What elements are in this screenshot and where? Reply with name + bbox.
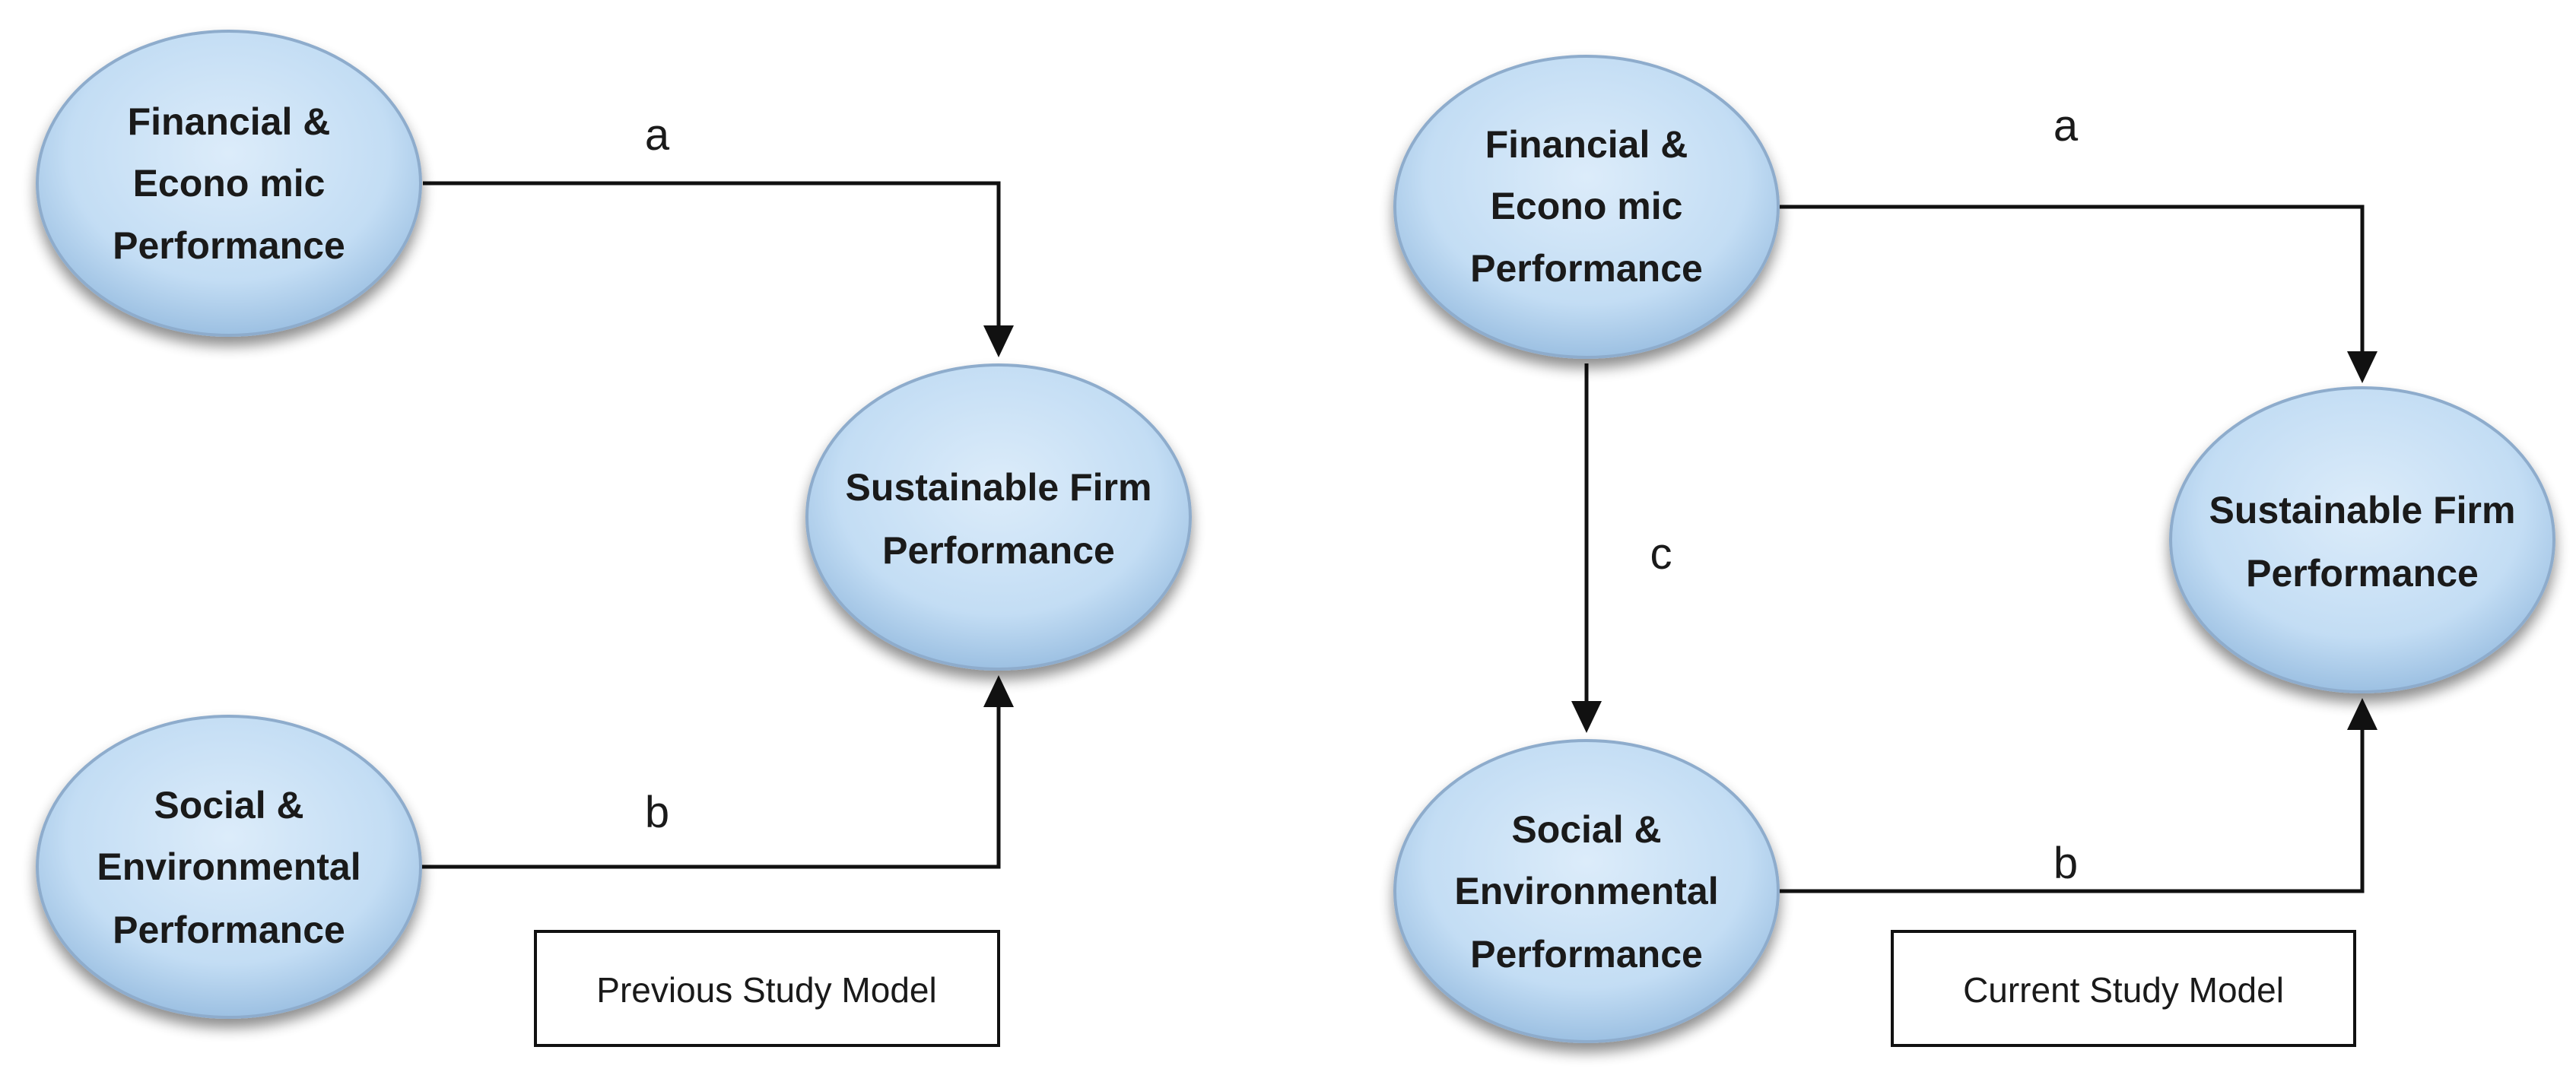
right-panel: a c b Financial & Econo mic Performance … (1393, 55, 2555, 1047)
right-caption-text: Current Study Model (1963, 970, 2284, 1010)
right-edge-label-a: a (2053, 101, 2079, 151)
right-financial-line-1: Financial & (1485, 123, 1688, 166)
left-caption-box: Previous Study Model (534, 930, 1000, 1047)
right-node-social: Social & Environmental Performance (1393, 739, 1780, 1043)
left-social-line-1: Social & (154, 784, 303, 826)
left-social-line-3: Performance (113, 909, 345, 951)
left-node-social: Social & Environmental Performance (36, 715, 422, 1019)
right-financial-line-2: Econo mic (1491, 185, 1683, 227)
right-arrowhead-a (2347, 351, 2377, 383)
left-financial-line-2: Econo mic (133, 162, 326, 205)
right-edge-label-b: b (2053, 839, 2078, 888)
left-financial-line-3: Performance (113, 224, 345, 267)
right-edge-label-c: c (1650, 529, 1672, 579)
left-social-line-2: Environmental (97, 845, 361, 888)
right-node-sustainable: Sustainable Firm Performance (2169, 386, 2555, 693)
left-sustainable-line-1: Sustainable Firm (846, 466, 1152, 509)
right-arrowhead-b (2347, 698, 2377, 730)
left-edge-a: a (423, 110, 1014, 357)
right-edge-b: b (1780, 698, 2377, 893)
left-node-sustainable: Sustainable Firm Performance (805, 363, 1192, 671)
right-social-line-3: Performance (1470, 933, 1703, 976)
left-arrowhead-a (983, 325, 1014, 357)
right-node-financial: Financial & Econo mic Performance (1393, 55, 1780, 359)
right-edge-a: a (1780, 101, 2377, 383)
left-edge-label-b: b (645, 788, 669, 837)
left-edge-label-a: a (645, 110, 670, 160)
left-financial-line-1: Financial & (128, 100, 331, 143)
left-panel: a b Financial & Econo mic Performance So… (36, 30, 1192, 1047)
right-social-line-2: Environmental (1454, 870, 1718, 912)
left-caption-text: Previous Study Model (596, 970, 936, 1010)
right-sustainable-line-1: Sustainable Firm (2209, 489, 2516, 531)
left-node-financial: Financial & Econo mic Performance (36, 30, 422, 337)
right-financial-line-3: Performance (1470, 247, 1703, 290)
right-social-line-1: Social & (1511, 808, 1661, 851)
left-sustainable-line-2: Performance (882, 529, 1115, 572)
right-edge-c: c (1571, 363, 1672, 733)
right-sustainable-line-2: Performance (2246, 552, 2479, 595)
right-arrowhead-c (1571, 701, 1602, 733)
left-arrowhead-b (983, 675, 1014, 707)
left-edge-b: b (420, 675, 1014, 869)
right-caption-box: Current Study Model (1891, 930, 2356, 1047)
